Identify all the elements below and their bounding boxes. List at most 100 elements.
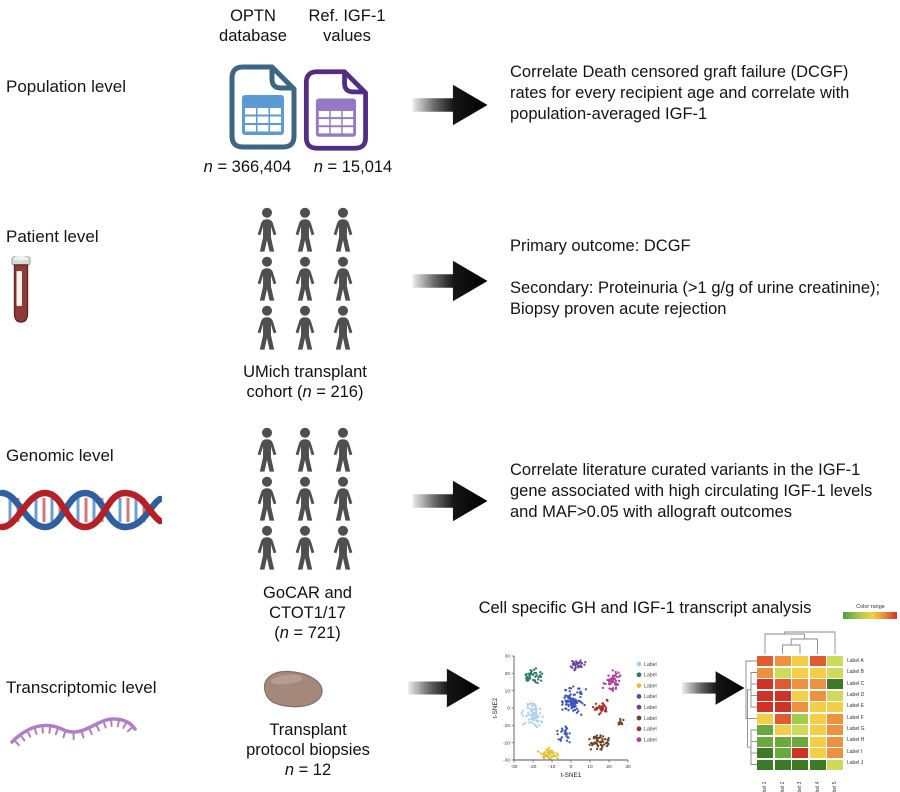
scatter-point [524, 721, 527, 725]
color-range-gradient-bar [843, 612, 897, 619]
legend-label: Label [644, 705, 657, 711]
scatter-point [531, 717, 534, 720]
heatmap-cell [774, 748, 791, 758]
scatter-point [534, 680, 537, 684]
scatter-point [521, 709, 524, 712]
scatter-point [535, 726, 539, 729]
scatter-point [583, 663, 586, 666]
scatter-point [531, 704, 534, 708]
scatter-point [534, 704, 537, 708]
heatmap-column-label: Label 5 [832, 781, 838, 792]
scatter-point [594, 702, 598, 705]
scatter-point [577, 710, 580, 713]
legend-swatch [636, 704, 642, 710]
scatter-point [607, 674, 610, 677]
scatter-point [546, 755, 550, 758]
rna-tick [80, 729, 85, 739]
scatter-point [601, 739, 604, 742]
scatter-point [528, 673, 532, 676]
biopsy-caption: Transplant protocol biopsies n = 12 [228, 720, 388, 780]
person-icon [290, 256, 320, 302]
scatter-point [617, 721, 620, 725]
patient-secondary-outcome: Secondary: Proteinuria (>1 g/g of urine … [510, 279, 881, 318]
person-icon [290, 525, 320, 571]
scatter-point [556, 753, 560, 757]
scatter-point [575, 661, 579, 664]
scatter-point [619, 674, 622, 677]
scatter-point [527, 711, 530, 714]
heatmap-cell [827, 656, 843, 666]
scatter-point [536, 681, 539, 685]
scatter-point [564, 728, 568, 731]
scatter-point [530, 670, 533, 673]
scatter-point [584, 688, 588, 691]
scatter-point [526, 704, 529, 707]
scatter-point [534, 724, 537, 727]
scatter-point [534, 667, 538, 670]
scatter-point [533, 671, 536, 675]
scatter-point [589, 748, 593, 751]
genomic-level-label: Genomic level [6, 446, 114, 465]
scatter-point [563, 732, 566, 735]
scatter-point [604, 682, 607, 686]
scatter-point [595, 747, 599, 751]
heatmap-cell [792, 679, 808, 689]
y-tick-label: 30 [505, 654, 511, 660]
legend-label: Label [644, 716, 657, 722]
rna-tick [19, 733, 26, 742]
scatter-point [536, 720, 539, 723]
legend-label: Label [644, 727, 657, 733]
heatmap-grid [757, 656, 843, 770]
scatter-point [588, 738, 591, 741]
optn-database-header: OPTN database [219, 7, 287, 46]
scatter-point [532, 668, 536, 671]
person-icon [328, 476, 358, 522]
heatmap-cell [827, 690, 843, 701]
scatter-point [569, 697, 572, 700]
scatter-point [584, 660, 587, 664]
scatter-point [539, 752, 543, 755]
scatter-point [609, 682, 613, 685]
patient-primary-outcome: Primary outcome: DCGF [510, 237, 691, 255]
patient-cohort-people [252, 207, 358, 351]
flow-arrow-transcriptomic [408, 668, 481, 708]
scatter-point [565, 700, 568, 703]
x-tick-label: -30 [511, 764, 518, 770]
scatter-point [561, 708, 564, 711]
scatter-point [597, 744, 600, 747]
scatter-point [593, 708, 597, 711]
scatter-point [580, 661, 583, 665]
scatter-point [547, 746, 551, 749]
heatmap-cell [774, 759, 791, 770]
scatter-point [547, 757, 551, 760]
genomic-caption-line1: GoCAR and [263, 584, 352, 602]
heatmap-cell [809, 667, 826, 678]
scatter-point [543, 757, 546, 760]
scatter-point [578, 687, 581, 690]
scatter-point [619, 717, 622, 721]
scatter-point [579, 659, 582, 662]
heatmap-cell [774, 690, 791, 701]
y-tick-label: -10 [503, 723, 510, 729]
optn-n-value: n = 366,404 [203, 158, 292, 176]
scatter-point [573, 663, 576, 666]
heatmap-row-label: Label E [847, 703, 864, 710]
scatter-point [537, 678, 540, 681]
scatter-point [618, 679, 621, 683]
scatter-point [607, 739, 610, 742]
heatmap-cell [757, 748, 773, 758]
heatmap-cell [792, 713, 808, 724]
scatter-point [601, 686, 605, 690]
heatmap-top-dendrogram [764, 631, 836, 654]
scatter-point [601, 737, 604, 741]
scatter-point [530, 721, 533, 724]
rna-tick [126, 725, 135, 733]
scatter-point [575, 707, 579, 710]
scatter-point [575, 711, 579, 714]
scatter-point [599, 740, 602, 743]
scatter-point [561, 701, 564, 704]
legend-swatch [636, 715, 642, 721]
heatmap-row-label: Label A [847, 658, 864, 664]
scatter-point [612, 678, 615, 681]
scatter-point [611, 669, 614, 672]
